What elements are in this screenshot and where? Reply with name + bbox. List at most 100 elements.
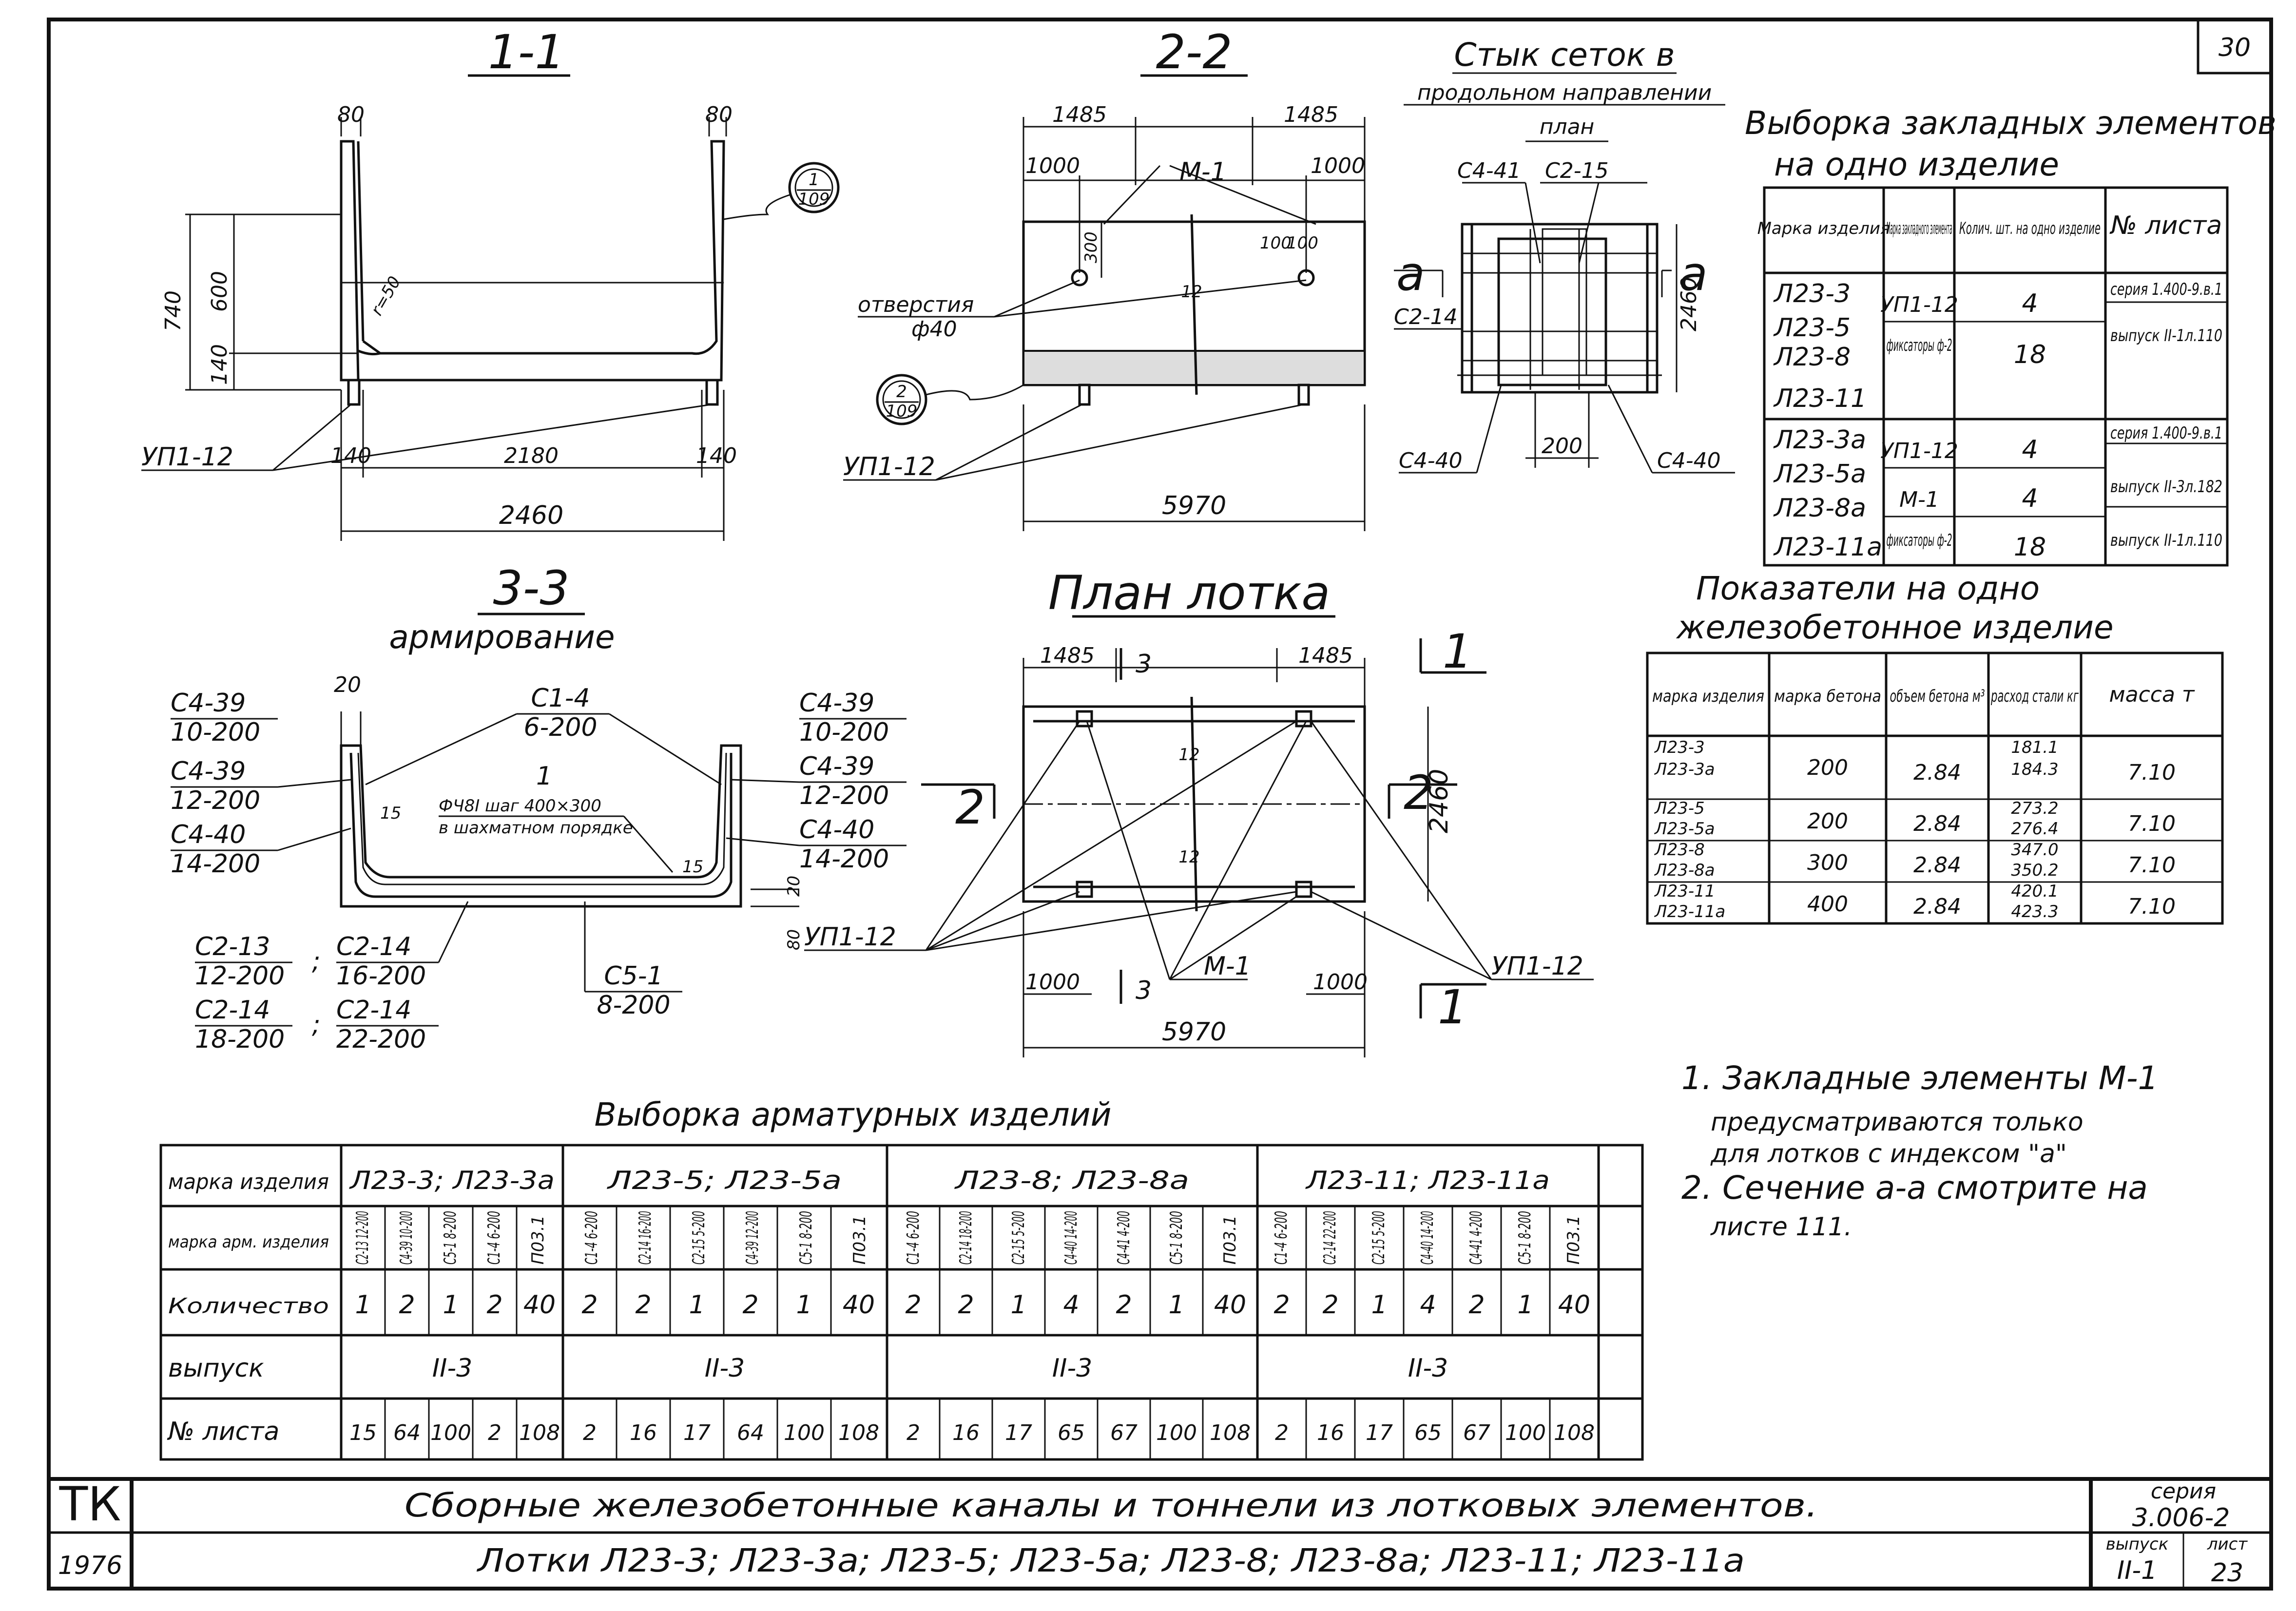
joint-c214: С2-14 xyxy=(1394,305,1458,329)
rebar-g1-sheet-2: 64 xyxy=(393,1420,421,1445)
ind-r2-concrete: 200 xyxy=(1807,809,1848,834)
rebar-g1-mark: Л23-3; Л23-3а xyxy=(349,1166,555,1195)
section-2-2: 2-2 1485 1485 1000 1000 300 100 100 12 М… xyxy=(843,25,1366,531)
ind-r1-s1: 181.1 xyxy=(2011,738,2058,757)
emb-r1-mark-1: Л23-3 xyxy=(1773,279,1851,308)
title-sheet: 23 xyxy=(2211,1558,2243,1588)
plan-dim-length: 5970 xyxy=(1162,1017,1226,1047)
rebar-g3-qty-5: 2 xyxy=(1116,1290,1132,1320)
rebar-g3-item-5: С4-41 4-200 xyxy=(1114,1211,1134,1265)
plan-up-right: УП1-12 xyxy=(1491,952,1583,981)
emb-r2-sheet-3: выпуск II-1л.110 xyxy=(2110,531,2222,550)
ind-r1-m1: Л23-3 xyxy=(1654,738,1705,757)
ind-r2-m2: Л23-5а xyxy=(1654,819,1715,839)
ref-2-2-sheet: 109 xyxy=(886,402,918,421)
ind-r4-concrete: 400 xyxy=(1807,892,1848,917)
rebar-g2-sheet-6: 108 xyxy=(838,1420,879,1445)
joint-c441: С4-41 xyxy=(1457,158,1521,183)
rebar-g3-item-3: С2-15 5-200 xyxy=(1009,1211,1028,1265)
ind-r4-m2: Л23-11а xyxy=(1654,902,1725,921)
emb-r1-sheet-1: серия 1.400-9.в.1 xyxy=(2110,280,2222,299)
section-3-3: 3-3 армирование 20 15 15 20 80 С4-39 10-… xyxy=(171,561,907,1054)
joint-c215: С2-15 xyxy=(1545,158,1609,183)
s33-b2-bottom: 16-200 xyxy=(336,961,426,991)
rebar-g2-item-3: С2-15 5-200 xyxy=(689,1211,709,1265)
plan-view: План лотка 1485 1485 3 1 2 2 2460 12 12 … xyxy=(804,566,1594,1057)
ind-r3-concrete: 300 xyxy=(1807,850,1848,875)
s33-left-3-top: С4-40 xyxy=(171,820,246,849)
emb-r1-cnt-2: 18 xyxy=(2014,340,2046,369)
title-series-label: серия xyxy=(2151,1479,2216,1504)
ind-h-volume: объем бетона м³ xyxy=(1890,687,1985,706)
emb-r1-el-2: фиксаторы ф-2 xyxy=(1887,336,1952,355)
rebar-g2-qty-1: 2 xyxy=(581,1290,598,1320)
rebar-g4-sheet-5: 67 xyxy=(1463,1420,1490,1445)
plan-dim-l1: 1485 xyxy=(1040,643,1095,668)
section-3-3-subtitle: армирование xyxy=(389,618,615,656)
emb-r2-mark-3: Л23-8а xyxy=(1773,494,1866,523)
s33-c14-bottom: 6-200 xyxy=(523,713,597,742)
s33-b4-bottom: 22-200 xyxy=(336,1025,426,1054)
rebar-g1-sheet-3: 100 xyxy=(430,1420,471,1445)
rebar-g2-item-4: С4-39 12-200 xyxy=(743,1211,762,1265)
dim-1-1-b-right: 140 xyxy=(696,443,737,468)
plan-dim-l3: 1000 xyxy=(1025,970,1080,995)
emb-r2-el-1: УП1-12 xyxy=(1880,439,1958,463)
rebar-g2-sheet-1: 2 xyxy=(583,1420,597,1445)
rebar-g3-item-1: С1-4 6-200 xyxy=(904,1211,923,1265)
sheet-frame xyxy=(47,18,2273,1591)
rebar-g3-qty-4: 4 xyxy=(1063,1290,1079,1320)
ind-r3-m1: Л23-8 xyxy=(1654,840,1705,860)
emb-h-sheet: № листа xyxy=(2109,211,2222,240)
dim-1-1-b-mid: 2180 xyxy=(504,443,559,468)
emb-r1-el-1: УП1-12 xyxy=(1880,292,1958,317)
rebar-g1-item-3: С5-1 8-200 xyxy=(441,1211,460,1265)
s33-right-3-bottom: 14-200 xyxy=(799,844,889,874)
emb-h-count: Колич. шт. на одно изделие xyxy=(1959,219,2101,238)
s33-c51-bottom: 8-200 xyxy=(597,991,670,1020)
rebar-g3-sheet-3: 17 xyxy=(1005,1420,1032,1445)
rebar-g3-qty-1: 2 xyxy=(905,1290,921,1320)
s33-b2-top: С2-14 xyxy=(336,932,411,961)
plan-m1: М-1 xyxy=(1204,952,1251,981)
rebar-g4-item-3: С2-15 5-200 xyxy=(1369,1211,1389,1265)
emb-h-mark: Марка изделия xyxy=(1757,219,1891,238)
dim-1-1-top-left: 80 xyxy=(337,102,365,127)
rebar-title: Выборка арматурных изделий xyxy=(594,1096,1111,1133)
plan-dim-l4: 1000 xyxy=(1313,970,1368,995)
emb-r1-mark-2: Л23-5 xyxy=(1773,313,1851,343)
rebar-g4-item-5: С4-41 4-200 xyxy=(1466,1211,1486,1265)
ind-r2-m1: Л23-5 xyxy=(1654,799,1705,818)
ind-r4-mass: 7.10 xyxy=(2128,894,2176,919)
rebar-g4-item-2: С2-14 22-200 xyxy=(1320,1211,1340,1265)
dim-2-2-d12: 12 xyxy=(1181,282,1202,302)
rebar-g3-mark: Л23-8; Л23-8а xyxy=(954,1166,1189,1195)
rebar-g1-qty-4: 2 xyxy=(486,1290,502,1320)
rebar-g3-qty-6: 1 xyxy=(1168,1290,1184,1320)
joint-title: Стык сеток в xyxy=(1454,36,1675,74)
s33-right-1-top: С4-39 xyxy=(799,689,874,718)
rebar-g1-cols xyxy=(384,1206,518,1459)
rebar-g3-sheet-4: 65 xyxy=(1058,1420,1085,1445)
rebar-g4-item-7: П03.1 xyxy=(1564,1215,1583,1265)
ind-r3-mass: 7.10 xyxy=(2128,853,2176,878)
rebar-g1-item-2: С4-39 10-200 xyxy=(397,1211,416,1265)
dim-2-2-length: 5970 xyxy=(1162,491,1226,520)
s33-right-2-top: С4-39 xyxy=(799,752,874,781)
ind-r4-s2: 423.3 xyxy=(2011,902,2058,921)
notes: 1. Закладные элементы М-1 предусматриваю… xyxy=(1681,1059,2159,1242)
section-2-2-title: 2-2 xyxy=(1156,25,1233,79)
rebar-g3-item-7: П03.1 xyxy=(1220,1215,1240,1265)
s33-left-2-top: С4-39 xyxy=(171,757,246,786)
rebar-g2-cols xyxy=(616,1206,832,1459)
s33-left-1-bottom: 10-200 xyxy=(171,718,260,747)
rebar-g4-item-4: С4-40 14-200 xyxy=(1418,1211,1437,1265)
emb-r2-sheet-2: выпуск II-3л.182 xyxy=(2110,477,2222,497)
joint-detail: Стык сеток в продольном направлении план… xyxy=(1394,36,1735,474)
rebar-label-issue: выпуск xyxy=(168,1354,264,1383)
rebar-g3-qty-2: 2 xyxy=(958,1290,974,1320)
rebar-g4-sheet-1: 2 xyxy=(1275,1420,1289,1445)
rebar-g3-qty-3: 1 xyxy=(1010,1290,1026,1320)
plan-s1-top: 1 xyxy=(1443,624,1472,679)
rebar-g4-item-6: С5-1 8-200 xyxy=(1515,1211,1535,1265)
